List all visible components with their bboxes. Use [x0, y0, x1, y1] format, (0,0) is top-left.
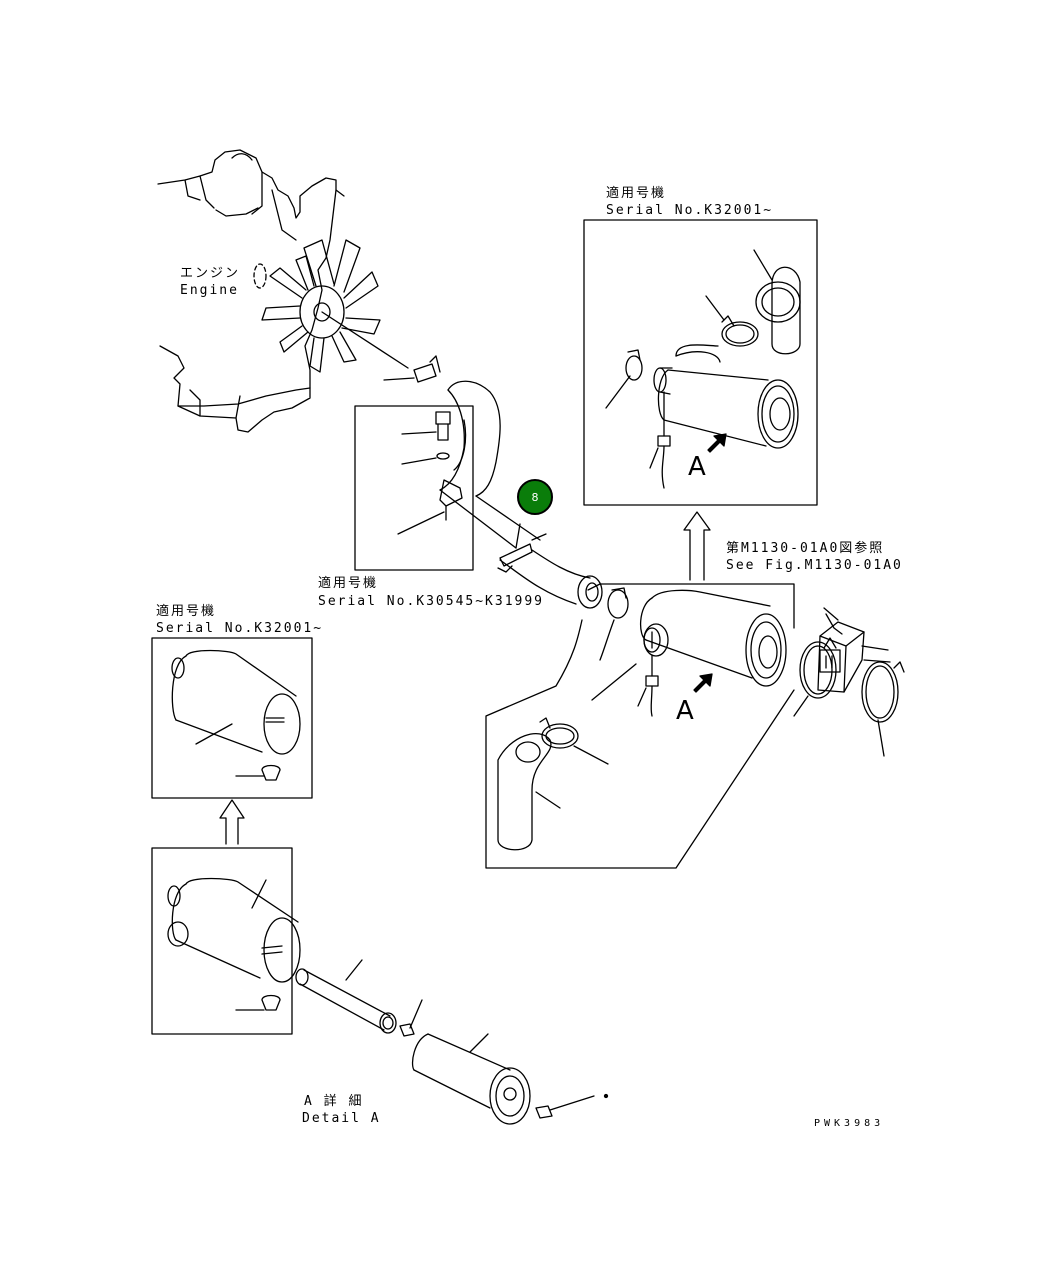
detail-box-top-right [584, 220, 817, 505]
drawing-code: PWK3983 [814, 1118, 885, 1129]
part-callout-8[interactable]: 8 [517, 479, 553, 515]
reference-label-en: See Fig.M1130-01A0 [726, 558, 903, 573]
left-box-title-jp: 適用号機 [156, 604, 217, 619]
detail-a-components [296, 960, 608, 1124]
view-letter-a-top: A [688, 452, 706, 482]
arrow-up-right [684, 512, 710, 580]
intake-box-right [794, 608, 904, 756]
arrow-up-left [220, 800, 244, 844]
detail-box-left-top [152, 638, 312, 798]
detail-a-label-jp: A 詳 細 [304, 1094, 364, 1109]
middle-box-title-jp: 適用号機 [318, 576, 379, 591]
air-cleaner-assembly [486, 584, 794, 868]
engine-drawing [158, 150, 408, 432]
top-right-box-title-jp: 適用号機 [606, 186, 667, 201]
view-letter-a-middle: A [676, 696, 694, 726]
left-box-title-en: Serial No.K32001~ [156, 621, 324, 636]
detail-a-label-en: Detail A [302, 1111, 381, 1126]
detail-box-k30545 [355, 406, 473, 570]
middle-box-title-en: Serial No.K30545~K31999 [318, 594, 545, 609]
engine-label-jp: エンジン [180, 266, 241, 281]
top-right-box-title-en: Serial No.K32001~ [606, 203, 774, 218]
engine-label-en: Engine [180, 283, 239, 298]
detail-box-left-bottom [152, 848, 300, 1034]
reference-label-jp: 第M1130-01A0図参照 [726, 541, 885, 556]
